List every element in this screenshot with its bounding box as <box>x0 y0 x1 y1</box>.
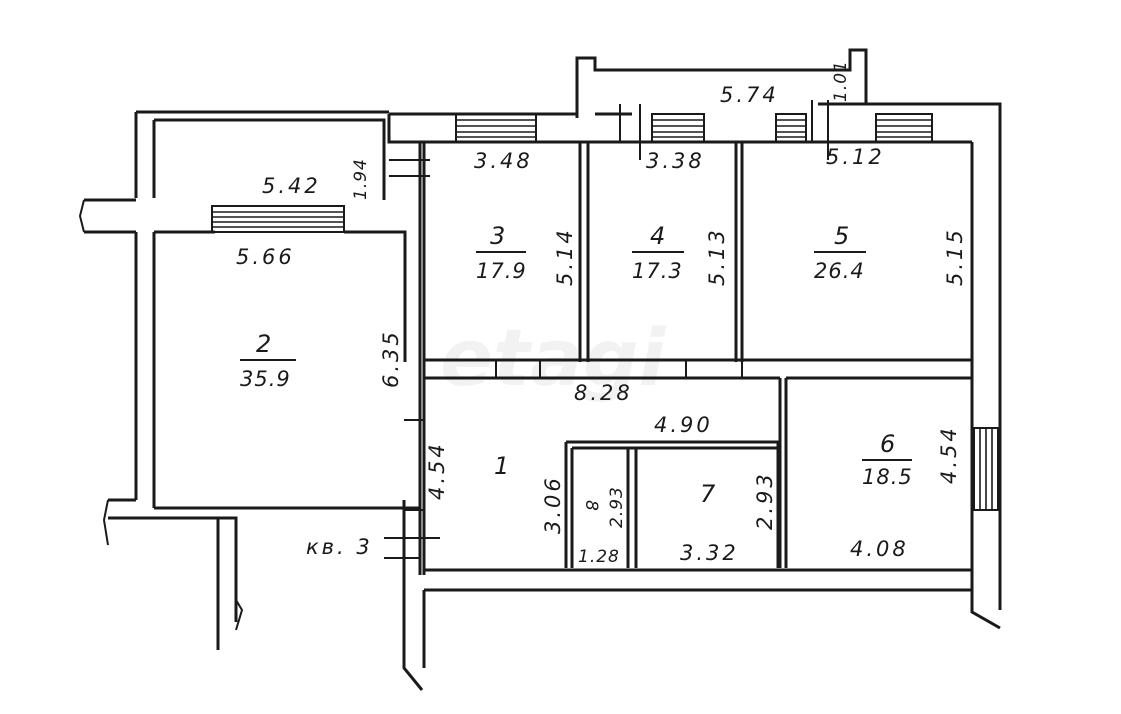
dim-room6-depth: 4.54 <box>937 425 961 484</box>
room-7-number: 7 <box>700 480 716 508</box>
dim-balcony-left-width: 5.42 <box>262 174 321 198</box>
window-room6 <box>973 427 999 511</box>
dim-room7-depth: 2.93 <box>753 471 777 530</box>
dim-room6-width: 4.08 <box>850 537 909 561</box>
dim-bath-block-width: 4.90 <box>654 413 713 437</box>
room-3-area: 17.9 <box>476 259 527 283</box>
dim-room8-width: 1.28 <box>578 547 620 567</box>
dim-room8-depth-b: 2.93 <box>607 486 627 528</box>
dim-hall-length: 8.28 <box>574 381 633 405</box>
dim-room5-depth: 5.15 <box>943 227 967 286</box>
dim-balcony-top-width: 5.74 <box>720 83 779 107</box>
apartment-label: кв. 3 <box>306 535 373 559</box>
window-room5 <box>875 113 933 143</box>
room-4-number: 4 <box>650 222 665 250</box>
windows <box>211 113 999 511</box>
window-door-balcony <box>775 113 807 143</box>
dim-room2-width: 5.66 <box>236 245 295 269</box>
room-5-number: 5 <box>834 222 849 250</box>
dim-room3-depth: 5.14 <box>553 227 577 286</box>
dim-room5-width: 5.12 <box>826 145 885 169</box>
window-room3 <box>455 113 537 143</box>
dim-room7-width: 3.32 <box>680 541 739 565</box>
dim-hall-depth: 4.54 <box>425 441 449 500</box>
dim-balcony-left-depth: 1.94 <box>351 158 371 200</box>
window-balcony-left <box>211 205 345 233</box>
room-4-area: 17.3 <box>632 259 683 283</box>
room-6-number: 6 <box>880 430 895 458</box>
room-3-number: 3 <box>490 222 505 250</box>
room-2-number: 2 <box>256 330 271 358</box>
dim-balcony-top-depth: 1.01 <box>831 60 851 102</box>
dim-room3-width: 3.48 <box>474 149 533 173</box>
window-room4 <box>651 113 705 143</box>
room-6-area: 18.5 <box>862 465 913 489</box>
dimension-labels: 5.42 1.94 5.74 1.01 5.66 6.35 3.48 5.14 … <box>236 60 967 567</box>
room-2-area: 35.9 <box>240 367 291 391</box>
room-1-number: 1 <box>494 452 509 480</box>
dim-room4-depth: 5.13 <box>705 227 729 286</box>
dim-room2-depth: 6.35 <box>379 329 403 388</box>
room-8-number: 8 <box>581 500 601 512</box>
room-labels: 2 35.9 3 17.9 4 17.3 5 26.4 1 6 18.5 7 8 <box>240 222 913 512</box>
dim-room8-depth-a: 3.06 <box>541 475 565 534</box>
walls <box>78 48 1002 691</box>
room-5-area: 26.4 <box>814 259 865 283</box>
dim-room4-width: 3.38 <box>646 149 705 173</box>
